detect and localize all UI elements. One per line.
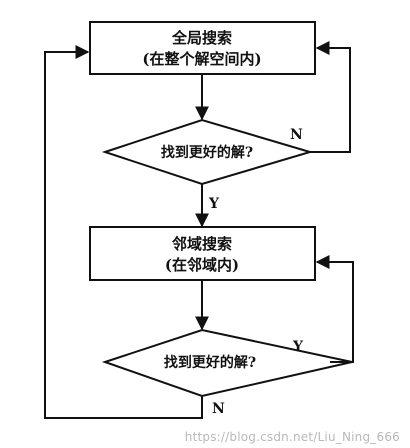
- arrow-decision2-yes: [315, 255, 354, 363]
- decision1-diamond: 找到更好的解?: [101, 118, 314, 186]
- local-search-box: 邻域搜索 (在邻域内): [89, 226, 316, 281]
- arrow-decision2-no: [44, 45, 203, 419]
- global-search-title: 全局搜索: [171, 29, 232, 47]
- watermark-text: https://blog.csdn.net/Liu_Ning_666: [184, 430, 400, 444]
- decision2-diamond: 找到更好的解?: [101, 328, 353, 398]
- decision2-yes-flag: Y: [292, 339, 304, 355]
- global-search-box: 全局搜索 (在整个解空间内): [89, 21, 316, 75]
- decision2-label: 找到更好的解?: [164, 354, 256, 371]
- decision1-yes-flag: Y: [208, 196, 220, 212]
- decision2-no-flag: N: [212, 401, 225, 417]
- global-search-subtitle: (在整个解空间内): [142, 50, 261, 68]
- arrow-decision1-no: [310, 41, 351, 153]
- local-search-subtitle: (在邻域内): [165, 256, 239, 274]
- decision1-no-flag: N: [290, 127, 303, 143]
- decision1-label: 找到更好的解?: [161, 144, 253, 161]
- local-search-title: 邻域搜索: [171, 235, 232, 253]
